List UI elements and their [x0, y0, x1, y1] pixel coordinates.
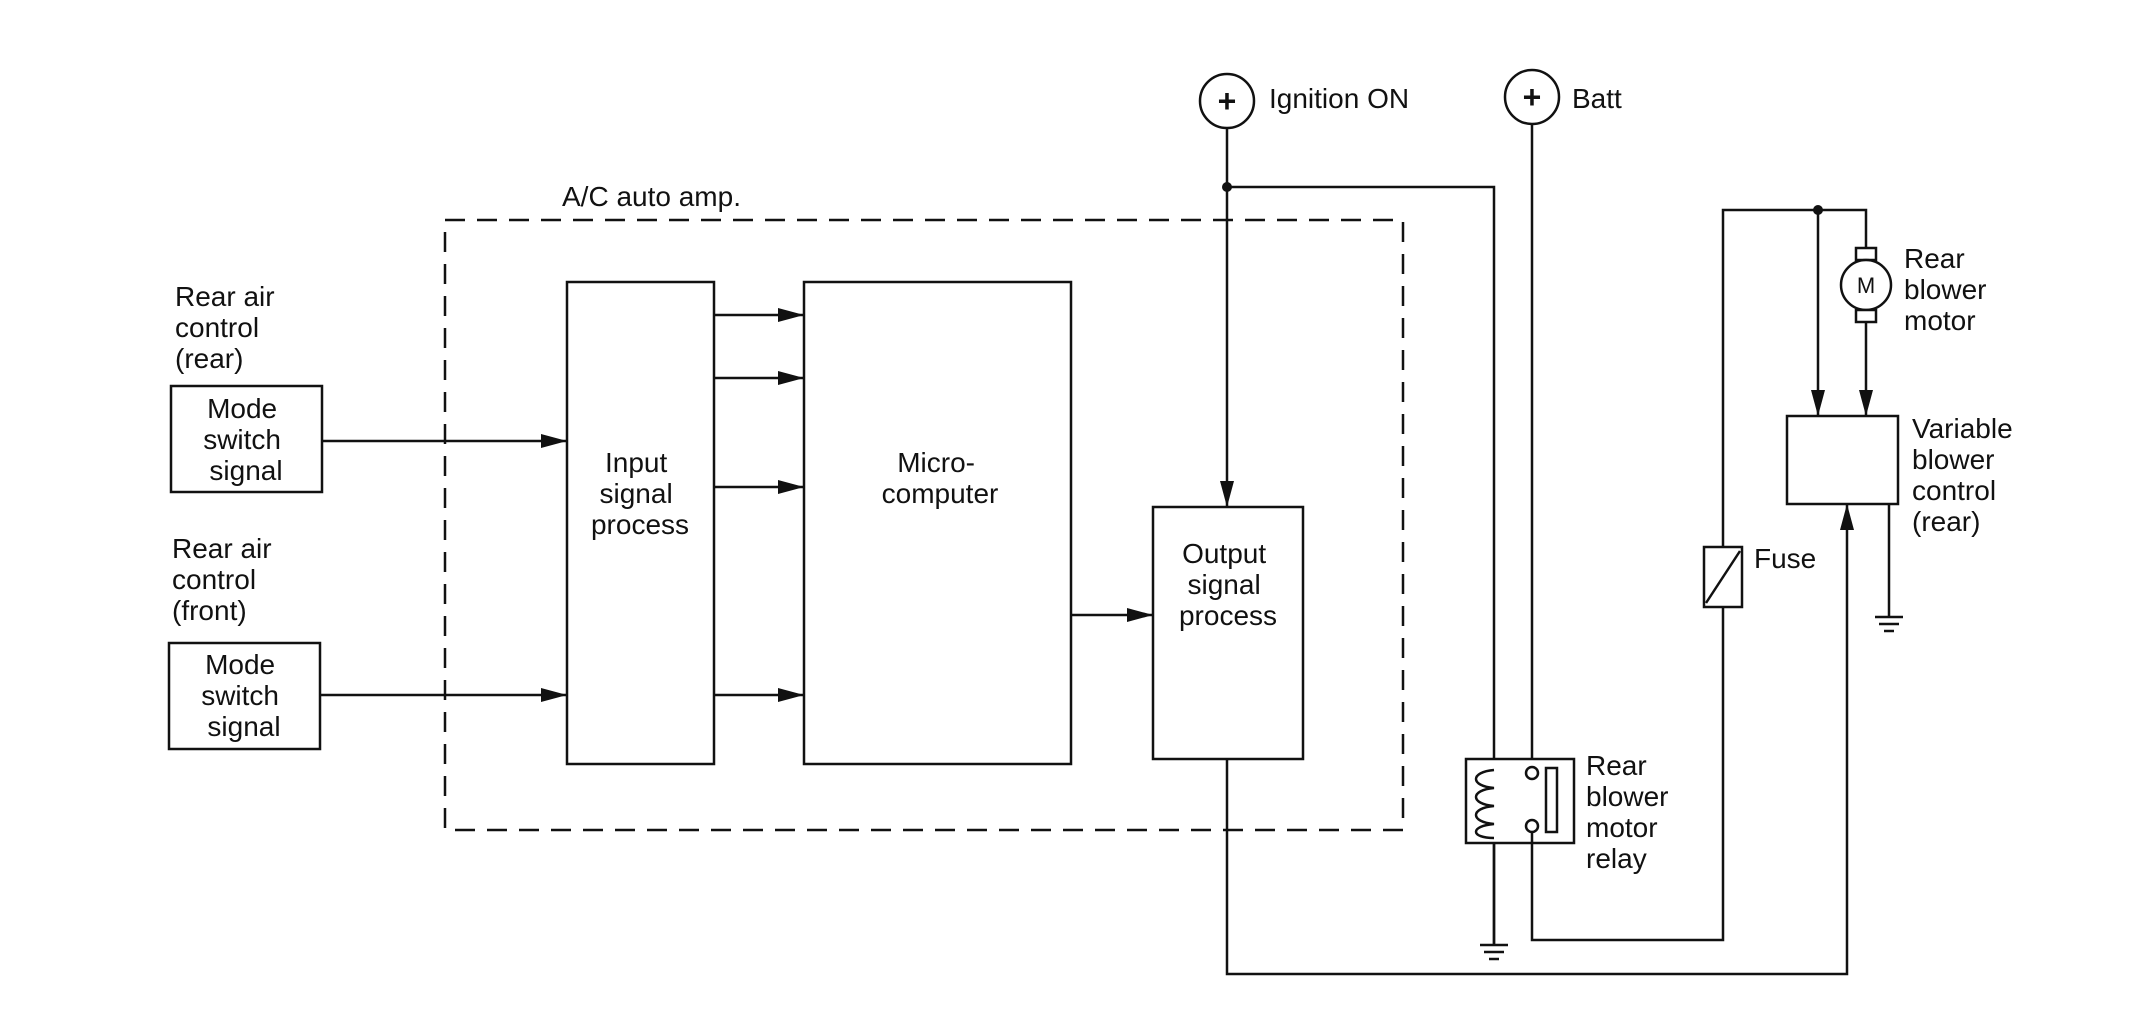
ignition-to-relay-wire: [1227, 185, 1496, 945]
input-to-micro-arrows: [714, 308, 804, 702]
rear-blower-motor-relay: Rear blower motor relay: [1464, 750, 1676, 874]
motor-brush-top: [1854, 246, 1878, 262]
input-signal-process-block: [565, 280, 716, 766]
relay-contact-top: [1524, 765, 1540, 781]
output-to-vbc-wire: [1225, 504, 1854, 976]
front-control-title: Rear air control (front): [172, 533, 279, 626]
front-mode-switch-box: [167, 641, 322, 751]
ignition-label: Ignition ON: [1269, 83, 1409, 114]
batt-terminal: + Batt: [1503, 68, 1622, 126]
relay-switch-bar: [1544, 766, 1559, 834]
rear-blower-motor: M Rear blower motor: [1839, 243, 1994, 336]
motor-symbol: M: [1857, 273, 1875, 298]
front-mode-switch-label: Mode switch signal: [201, 649, 287, 742]
vbc-label: Variable blower control (rear): [1912, 413, 2020, 537]
relay-contact-bottom: [1524, 818, 1540, 834]
variable-blower-control: Variable blower control (rear): [1785, 413, 2020, 537]
ac-auto-amp-enclosure: [443, 218, 1405, 832]
fuse-label: Fuse: [1754, 543, 1816, 574]
microcomputer-block: [802, 280, 1073, 766]
ignition-terminal: + Ignition ON: [1198, 72, 1409, 130]
fuse-to-motor-wire: [1721, 208, 1868, 547]
ac-auto-amp-label: A/C auto amp.: [562, 181, 741, 212]
rear-control-title: Rear air control (rear): [175, 281, 282, 374]
rear-mode-switch-box: [169, 384, 324, 494]
rear-air-control-front: Rear air control (front) Mode switch sig…: [167, 533, 322, 751]
relay-coil-icon: [1474, 768, 1495, 840]
ignition-plus-symbol: +: [1218, 83, 1237, 119]
output-signal-process-label: Output signal process: [1179, 538, 1277, 631]
vbc-box: [1785, 414, 1900, 506]
vbc-ground-icon: [1875, 504, 1903, 633]
relay-to-fuse-wire: [1530, 607, 1725, 942]
batt-plus-symbol: +: [1523, 79, 1542, 115]
input-signal-process-label: Input signal process: [591, 447, 689, 540]
motor-label: Rear blower motor: [1904, 243, 1994, 336]
microcomputer-label: Micro- computer: [882, 447, 999, 509]
batt-label: Batt: [1572, 83, 1622, 114]
relay-ground-icon: [1480, 843, 1508, 961]
fuse: Fuse: [1702, 543, 1816, 609]
relay-label: Rear blower motor relay: [1586, 750, 1676, 874]
motor-brush-bottom: [1854, 308, 1878, 324]
rear-mode-switch-label: Mode switch signal: [203, 393, 289, 486]
rear-air-control-rear: Rear air control (rear) Mode switch sign…: [169, 281, 324, 494]
